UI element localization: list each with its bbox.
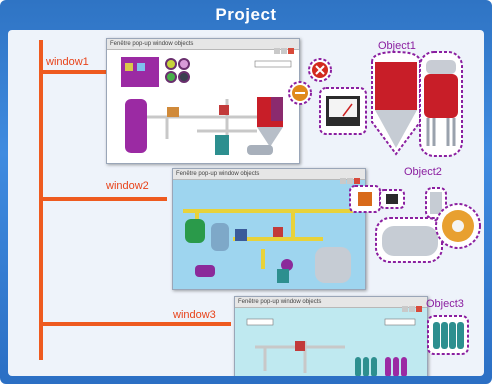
window3-controls	[401, 299, 425, 312]
window1-screen[interactable]: Fenêtre pop-up window objects	[106, 38, 300, 164]
window2-titlebar: Fenêtre pop-up window objects	[173, 169, 365, 180]
window1-branch	[41, 70, 107, 74]
project-title-bar: Project	[0, 0, 492, 30]
window1-label: window1	[46, 56, 89, 68]
object2-group	[349, 185, 481, 263]
object2-compressor	[382, 226, 438, 256]
window2-controls	[339, 171, 363, 184]
object3-filter-icon	[433, 322, 440, 349]
object3-group	[427, 315, 469, 355]
object1-group	[288, 50, 463, 157]
window3-branch	[41, 322, 231, 326]
project-canvas: window1 window2 window3 Fenêtre pop-up w…	[8, 30, 484, 376]
window2-process-graphic	[183, 209, 353, 283]
window1-process-graphic	[121, 57, 292, 155]
object3-label: Object3	[426, 298, 464, 310]
window1-panel	[121, 57, 159, 87]
window3-titlebar: Fenêtre pop-up window objects	[235, 297, 427, 308]
window1-purple-tank	[125, 99, 147, 153]
window2-screen[interactable]: Fenêtre pop-up window objects	[172, 168, 366, 290]
window2-branch	[41, 197, 167, 201]
window3-screen[interactable]: Fenêtre pop-up window objects	[234, 296, 428, 376]
window1-titlebar: Fenêtre pop-up window objects	[107, 39, 299, 50]
object1-label: Object1	[378, 40, 416, 52]
object2-valve-icon	[358, 192, 372, 206]
object1-reactor	[424, 74, 458, 118]
window2-label: window2	[106, 180, 149, 192]
object2-label: Object2	[404, 166, 442, 178]
project-title: Project	[215, 5, 277, 24]
window2-steel-tank	[315, 247, 351, 283]
window1-controls	[273, 41, 297, 54]
window2-green-tank	[185, 219, 205, 243]
object1-red-tank	[375, 62, 417, 110]
window3-label: window3	[173, 309, 216, 321]
window3-process-graphic	[246, 318, 416, 376]
